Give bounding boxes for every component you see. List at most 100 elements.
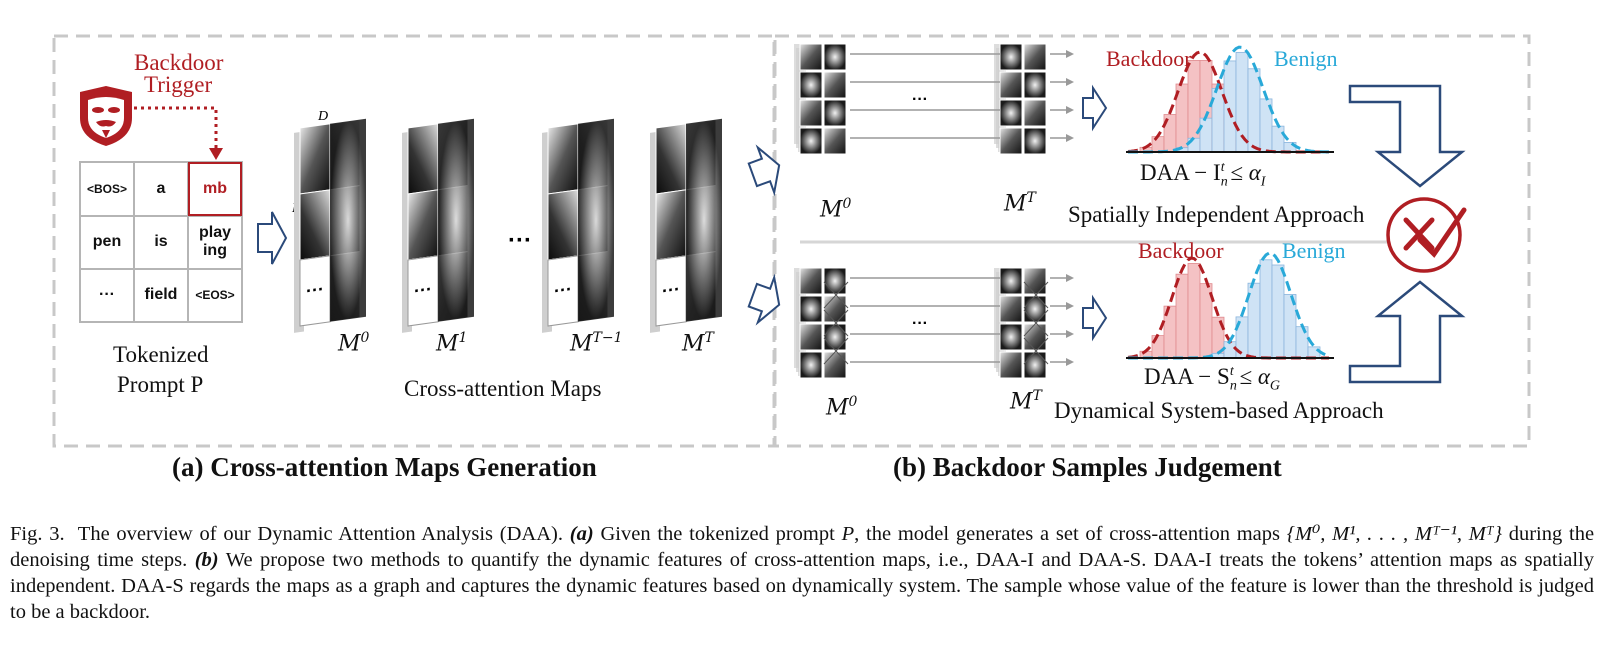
figure-graphics: D D ············ ··· ··· ···	[52, 34, 1531, 448]
mini-tile	[1023, 127, 1047, 155]
caption-a-p: P	[841, 523, 855, 545]
mini-tile	[999, 43, 1023, 71]
formula-top: DAA − Int ≤ αI	[1140, 160, 1266, 190]
mini-top-m0: M0	[820, 196, 852, 223]
mini-tile	[1023, 71, 1047, 99]
hist-top-backdoor: Backdoor	[1106, 46, 1192, 71]
token-bos: <BOS>	[86, 182, 128, 196]
mini-top-mt: MT	[1004, 190, 1036, 217]
caption-a: (a)	[569, 523, 594, 545]
mini-tile	[999, 99, 1023, 127]
map-stack-0: ···	[294, 118, 366, 333]
panel-a-title: (a) Cross-attention Maps Generation	[172, 452, 597, 482]
hist-bar-backdoor	[1187, 263, 1201, 359]
mini-tile	[999, 71, 1023, 99]
mini-tile	[799, 99, 823, 127]
hist-bar-backdoor	[1151, 335, 1165, 359]
trigger-label-2: Trigger	[144, 72, 213, 97]
svg-text:···: ···	[912, 91, 928, 108]
trigger-arrow	[134, 106, 218, 150]
map-tile	[299, 123, 331, 195]
token-eos: <EOS>	[195, 288, 235, 302]
caption-a-text-1: Given the tokenized prompt	[600, 523, 835, 545]
mini-tile	[999, 127, 1023, 155]
mini-tile	[823, 295, 847, 323]
hist-bar-backdoor	[1175, 273, 1189, 359]
token-field: field	[144, 286, 178, 303]
panel-b-title: (b) Backdoor Samples Judgement	[893, 452, 1282, 482]
mini-tile	[999, 267, 1023, 295]
mini-tile	[799, 267, 823, 295]
prompt-label-1: Tokenized	[113, 342, 209, 367]
mini-tile	[823, 71, 847, 99]
arrow-a	[257, 211, 288, 265]
hist-top-benign: Benign	[1274, 46, 1338, 71]
map-stack-1: ···	[402, 118, 474, 333]
map-tile	[407, 123, 439, 195]
hist-bar-benign	[1223, 60, 1237, 153]
token-playing: play ing	[198, 224, 231, 259]
mini-tile	[823, 323, 847, 351]
svg-text:···: ···	[554, 279, 572, 301]
hist-bar-benign	[1247, 68, 1261, 153]
svg-text:···: ···	[912, 315, 928, 332]
maps-caption: Cross-attention Maps	[404, 376, 602, 401]
token-pen: pen	[92, 233, 122, 250]
map-tile	[547, 123, 579, 195]
hist-bottom-backdoor: Backdoor	[1138, 238, 1224, 263]
caption-a-text-2: , the model generates a set of cross-att…	[854, 523, 1281, 545]
map-label-0: M0	[338, 330, 370, 357]
caption-b: (b)	[194, 549, 219, 571]
token-a: a	[156, 180, 166, 197]
arrow-hist-bottom	[1082, 294, 1108, 342]
map-label-t: MT	[682, 330, 714, 357]
mini-tile	[1023, 43, 1047, 71]
token-ellipsis: ···	[99, 286, 115, 303]
caption-a-set: {M⁰, M¹, . . . , Mᵀ⁻¹, Mᵀ}	[1286, 523, 1502, 545]
mini-tile	[799, 295, 823, 323]
map-tile	[547, 189, 579, 261]
hist-bar-benign	[1199, 117, 1213, 153]
arrow-to-judge-top	[1348, 84, 1466, 188]
caption-b-text: We propose two methods to quantify the d…	[10, 549, 1595, 623]
map-tile	[407, 189, 439, 261]
mini-tile	[1023, 267, 1047, 295]
hist-bar-benign	[1271, 264, 1285, 359]
mini-tile	[1023, 323, 1047, 351]
judgement-icon	[1386, 197, 1467, 273]
formula-bottom: DAA − Snt ≤ αG	[1144, 364, 1281, 394]
arrow-to-judge-bottom	[1348, 280, 1466, 384]
mini-tile	[999, 351, 1023, 379]
hist-bar-benign	[1259, 259, 1273, 359]
map-tile	[299, 189, 331, 261]
prompt-label-2: Prompt P	[117, 372, 203, 398]
svg-text:···: ···	[414, 279, 432, 301]
mini-tile	[823, 43, 847, 71]
svg-text:···: ···	[662, 279, 680, 301]
mb-highlight	[188, 162, 242, 216]
mini-tile	[823, 267, 847, 295]
hist-bar-benign	[1223, 341, 1237, 359]
mini-bottom-mt: MT	[1010, 388, 1042, 415]
mini-tile	[1023, 295, 1047, 323]
curve-backdoor	[1127, 50, 1329, 154]
mask-icon	[80, 86, 132, 146]
map-tile	[655, 123, 687, 195]
caption-fig: Fig. 3.	[10, 523, 65, 545]
arrow-b-top	[747, 144, 781, 197]
figure-caption: Fig. 3. The overview of our Dynamic Atte…	[10, 521, 1594, 625]
mini-tile	[799, 43, 823, 71]
caption-intro: The overview of our Dynamic Attention An…	[77, 523, 563, 545]
approach-top: Spatially Independent Approach	[1068, 202, 1365, 227]
svg-text:···: ···	[306, 279, 324, 301]
mini-bottom-m0: M0	[826, 394, 858, 421]
mini-tile	[799, 71, 823, 99]
approach-bottom: Dynamical System-based Approach	[1054, 398, 1384, 423]
svg-text:D: D	[317, 109, 328, 124]
mini-tile	[799, 351, 823, 379]
token-mb: mb	[203, 180, 227, 197]
mini-tile	[823, 351, 847, 379]
mini-tile	[999, 323, 1023, 351]
token-is: is	[154, 233, 168, 250]
mini-tile	[823, 99, 847, 127]
